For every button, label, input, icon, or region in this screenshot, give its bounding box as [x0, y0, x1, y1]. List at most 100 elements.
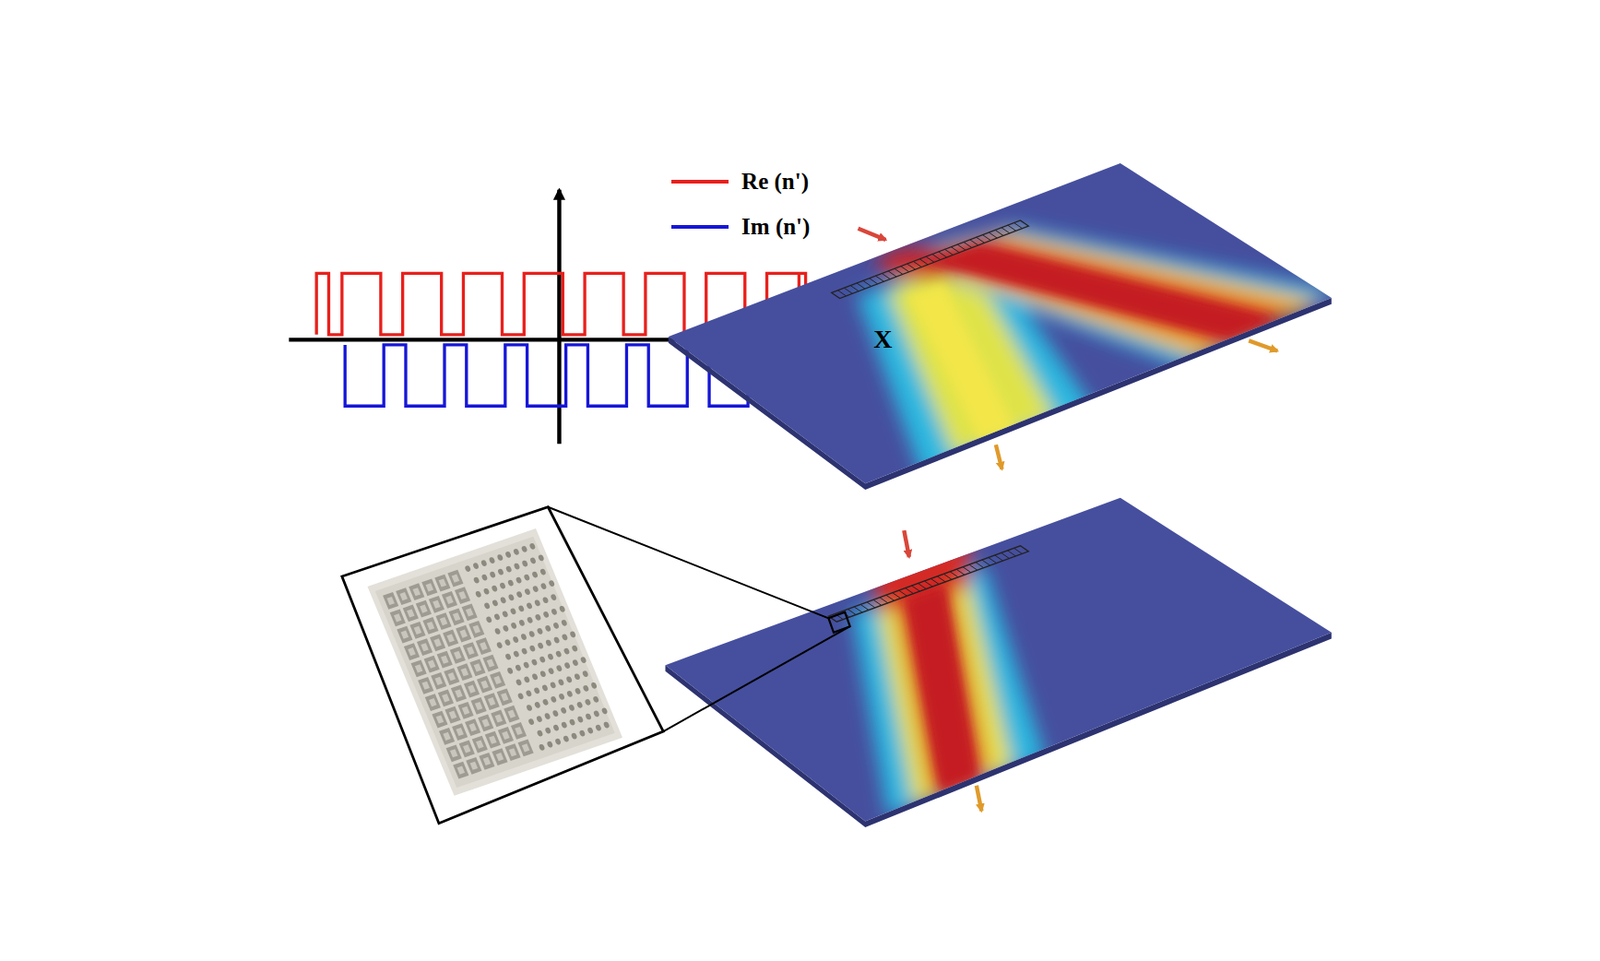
grating-stripe — [963, 241, 972, 248]
unit-cell — [444, 706, 461, 724]
unit-cell-core — [461, 667, 469, 676]
unit-cell-core — [420, 642, 428, 652]
unit-cell-core — [414, 663, 423, 673]
grating-stripe — [888, 271, 897, 277]
grating-stripe — [894, 268, 903, 274]
unit-cell — [446, 744, 463, 762]
unit-cell — [437, 651, 453, 669]
unit-cell — [415, 600, 432, 618]
field-shape — [852, 530, 1046, 817]
unit-cell — [449, 607, 465, 626]
grating-stripe — [918, 583, 927, 590]
hole — [563, 647, 571, 655]
field-shape — [908, 284, 1016, 441]
legend-entry: Im (n') — [671, 212, 810, 242]
hole — [580, 656, 588, 664]
unit-cell — [510, 722, 527, 740]
field-shape — [906, 585, 978, 792]
hole — [481, 573, 489, 581]
unit-cell-core — [450, 748, 458, 758]
field-shape — [912, 238, 1298, 345]
hole — [494, 627, 502, 635]
hole — [566, 689, 574, 698]
unit-cell — [462, 604, 478, 622]
unit-cell — [478, 752, 495, 771]
hole — [542, 610, 550, 618]
grating-stripe — [886, 594, 895, 601]
incident-arrow — [858, 228, 887, 240]
field-shape — [923, 244, 1276, 339]
grating-stripe — [930, 578, 939, 584]
unit-cell — [409, 621, 426, 640]
hole — [545, 740, 554, 748]
unit-cell — [452, 761, 469, 780]
hole — [586, 726, 594, 735]
hole — [504, 639, 512, 647]
hole — [522, 661, 531, 669]
unit-cell-core — [393, 613, 402, 622]
unit-cell — [468, 620, 485, 639]
unit-cell — [503, 705, 520, 723]
grating-stripe — [995, 229, 1004, 236]
hole — [557, 678, 566, 687]
hole — [535, 715, 544, 723]
hole — [603, 721, 611, 729]
hole — [563, 662, 571, 670]
hole — [531, 658, 539, 666]
hole — [555, 650, 563, 658]
grating-stripe — [900, 266, 910, 273]
unit-cell — [416, 638, 433, 656]
hole — [528, 629, 536, 638]
hole — [504, 652, 512, 661]
field-shape — [877, 573, 1013, 806]
grating-stripe — [957, 244, 966, 250]
hole — [542, 698, 550, 706]
hole — [506, 666, 514, 675]
unit-cell-core — [466, 646, 475, 655]
unit-cell-core — [401, 630, 409, 640]
unit-cell-core — [467, 685, 475, 694]
hole — [544, 624, 552, 632]
unit-cell — [476, 675, 493, 694]
grating-stripe — [982, 559, 991, 566]
hole — [531, 673, 539, 681]
hole — [473, 576, 481, 584]
field-plane — [664, 497, 1331, 822]
hole — [515, 678, 523, 687]
hole — [540, 582, 548, 591]
unit-cell-core — [479, 641, 487, 651]
unit-cell — [434, 574, 451, 593]
grating-stripe — [838, 290, 847, 297]
unit-cell-core — [501, 731, 510, 740]
unit-cell — [429, 633, 446, 652]
hole — [549, 695, 558, 703]
hole — [512, 547, 521, 556]
unit-cell-core — [448, 672, 456, 681]
hole — [490, 584, 498, 593]
unit-cell — [482, 654, 498, 673]
unit-cell-core — [441, 693, 450, 702]
grating-stripe — [876, 275, 885, 282]
grating-stripe — [1014, 223, 1023, 229]
hole — [584, 712, 593, 721]
grating-stripe — [938, 251, 948, 258]
grating-stripe — [1007, 225, 1017, 231]
unit-cell-core — [433, 638, 441, 647]
hole — [517, 692, 525, 700]
unit-cell-core — [407, 647, 415, 656]
hole — [509, 607, 518, 616]
hole — [550, 607, 558, 616]
hole — [545, 639, 553, 647]
hole — [488, 570, 497, 579]
unit-cell — [411, 660, 427, 678]
axis-label: X — [873, 324, 892, 355]
unit-cell — [469, 658, 486, 676]
grating-stripe — [873, 599, 882, 605]
hole — [568, 718, 577, 726]
unit-cell — [471, 697, 487, 715]
legend-line — [671, 225, 729, 229]
hole — [537, 554, 546, 562]
hole — [601, 707, 609, 715]
hole — [549, 681, 558, 689]
